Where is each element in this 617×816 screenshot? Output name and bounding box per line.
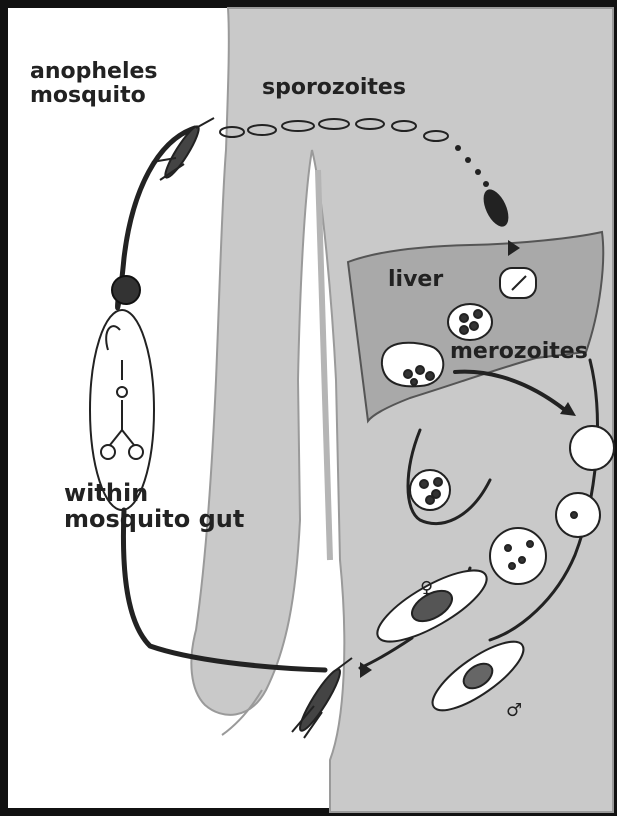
merozoites-text: merozoites <box>450 340 588 364</box>
male-symbol: ♂ <box>506 700 522 721</box>
female-symbol: ♀ <box>420 578 433 599</box>
sporozoites-text: sporozoites <box>262 76 406 100</box>
merozoites-label: merozoites <box>450 340 588 364</box>
within-mosquito-gut-label: within mosquito gut <box>64 480 244 533</box>
human-body <box>191 8 613 812</box>
within-text: within <box>64 480 244 506</box>
anopheles-mosquito-label: anopheles mosquito <box>30 60 158 108</box>
oocyst <box>112 276 140 304</box>
liver-text: liver <box>388 268 443 292</box>
liver-label: liver <box>388 268 443 292</box>
anopheles-text: anopheles <box>30 60 158 84</box>
mosquito-gut-text: mosquito gut <box>64 506 244 532</box>
sporozoites-label: sporozoites <box>262 76 406 100</box>
mosquito-text: mosquito <box>30 84 158 108</box>
